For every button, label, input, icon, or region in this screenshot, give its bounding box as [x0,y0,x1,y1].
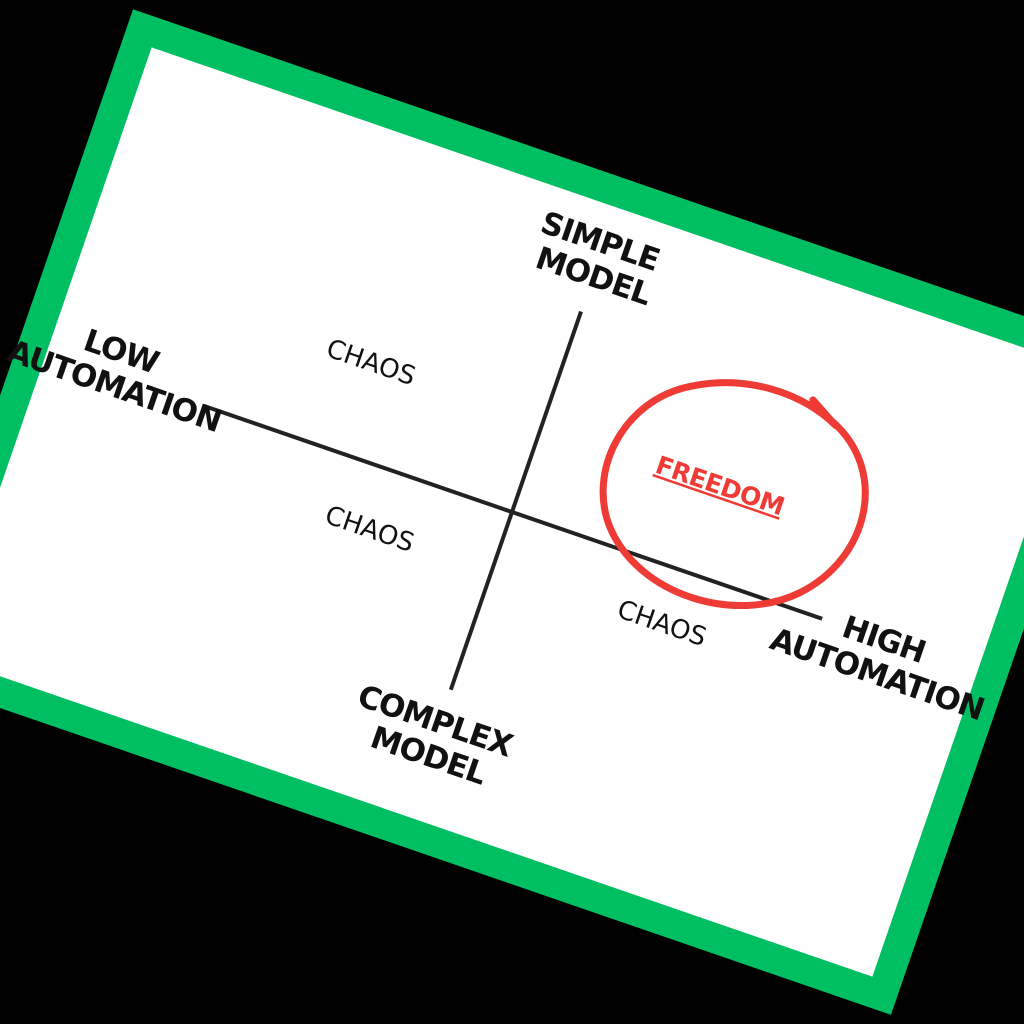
tilted-card: SIMPLE MODEL COMPLEX MODEL LOW AUTOMATIO… [0,9,1024,1015]
vertical-axis [448,310,583,691]
highlight-circle-icon [599,379,869,609]
